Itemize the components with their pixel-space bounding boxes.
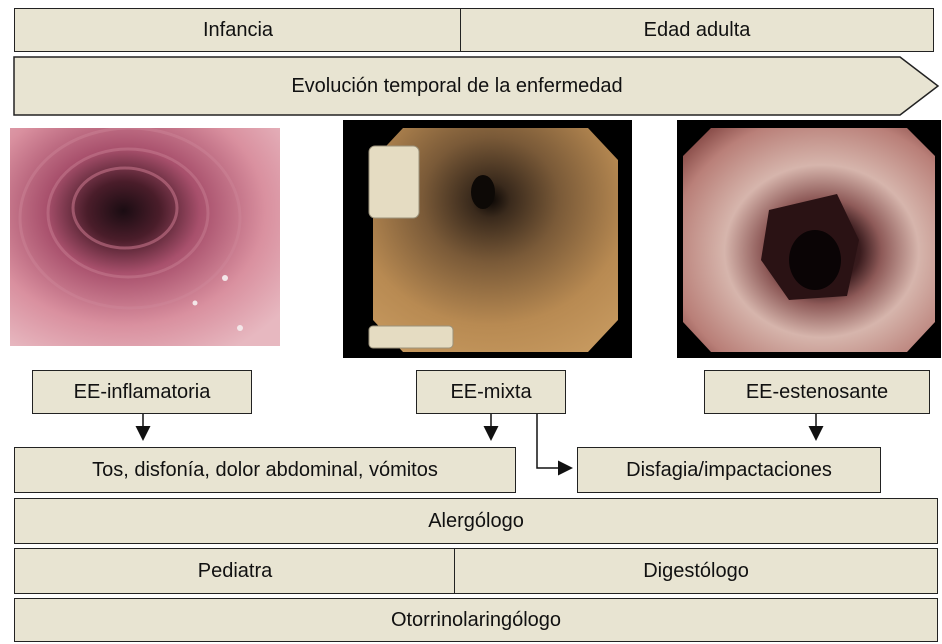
pediatrician-bar: Pediatra [14,548,456,594]
ent-specialist-bar: Otorrinolaringólogo [14,598,938,642]
allergist-bar: Alergólogo [14,498,938,544]
symptoms-pediatric-box: Tos, disfonía, dolor abdominal, vómitos [14,447,516,493]
symptoms-adult-box: Disfagia/impactaciones [577,447,881,493]
gastroenterologist-bar: Digestólogo [454,548,938,594]
